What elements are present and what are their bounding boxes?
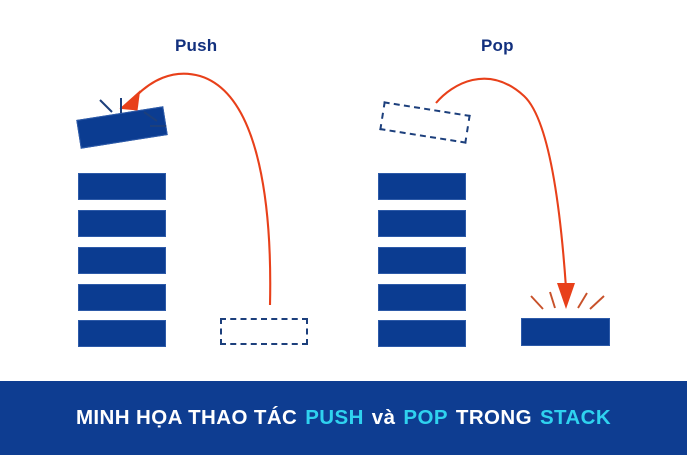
push-stack-block-2: [78, 210, 166, 237]
push-stack-block-3: [78, 247, 166, 274]
caption-segment-1: MINH HỌA THAO TÁC: [75, 406, 298, 429]
caption-banner: MINH HỌA THAO TÁC PUSH và POP TRONG STAC…: [0, 381, 687, 455]
push-arrowhead-icon: [119, 90, 141, 111]
caption-text: MINH HỌA THAO TÁC PUSH và POP TRONG STAC…: [0, 381, 687, 455]
pop-stack-block-5: [378, 320, 466, 347]
pop-panel-title: Pop: [481, 36, 514, 55]
pop-stack-block-4: [378, 284, 466, 311]
caption-segment-pop: POP: [403, 406, 448, 429]
push-stack-block-5: [78, 320, 166, 347]
pop-destination-block: [521, 318, 610, 346]
push-stack-block-1: [78, 173, 166, 200]
pop-stack-block-3: [378, 247, 466, 274]
push-source-slot-empty: [220, 318, 308, 345]
push-panel-title: Push: [175, 36, 218, 55]
push-stack-block-4: [78, 284, 166, 311]
pop-stack-block-1: [378, 173, 466, 200]
push-incoming-block: [76, 106, 168, 149]
caption-segment-push: PUSH: [305, 406, 364, 429]
pop-impact-marks: [530, 291, 605, 310]
caption-segment-trong: TRONG: [455, 406, 532, 429]
pop-stack-block-2: [378, 210, 466, 237]
pop-arrowhead-icon: [557, 283, 575, 309]
caption-segment-stack: STACK: [539, 406, 612, 429]
caption-segment-va: và: [371, 406, 396, 429]
pop-outgoing-block-ghost: [379, 101, 471, 144]
